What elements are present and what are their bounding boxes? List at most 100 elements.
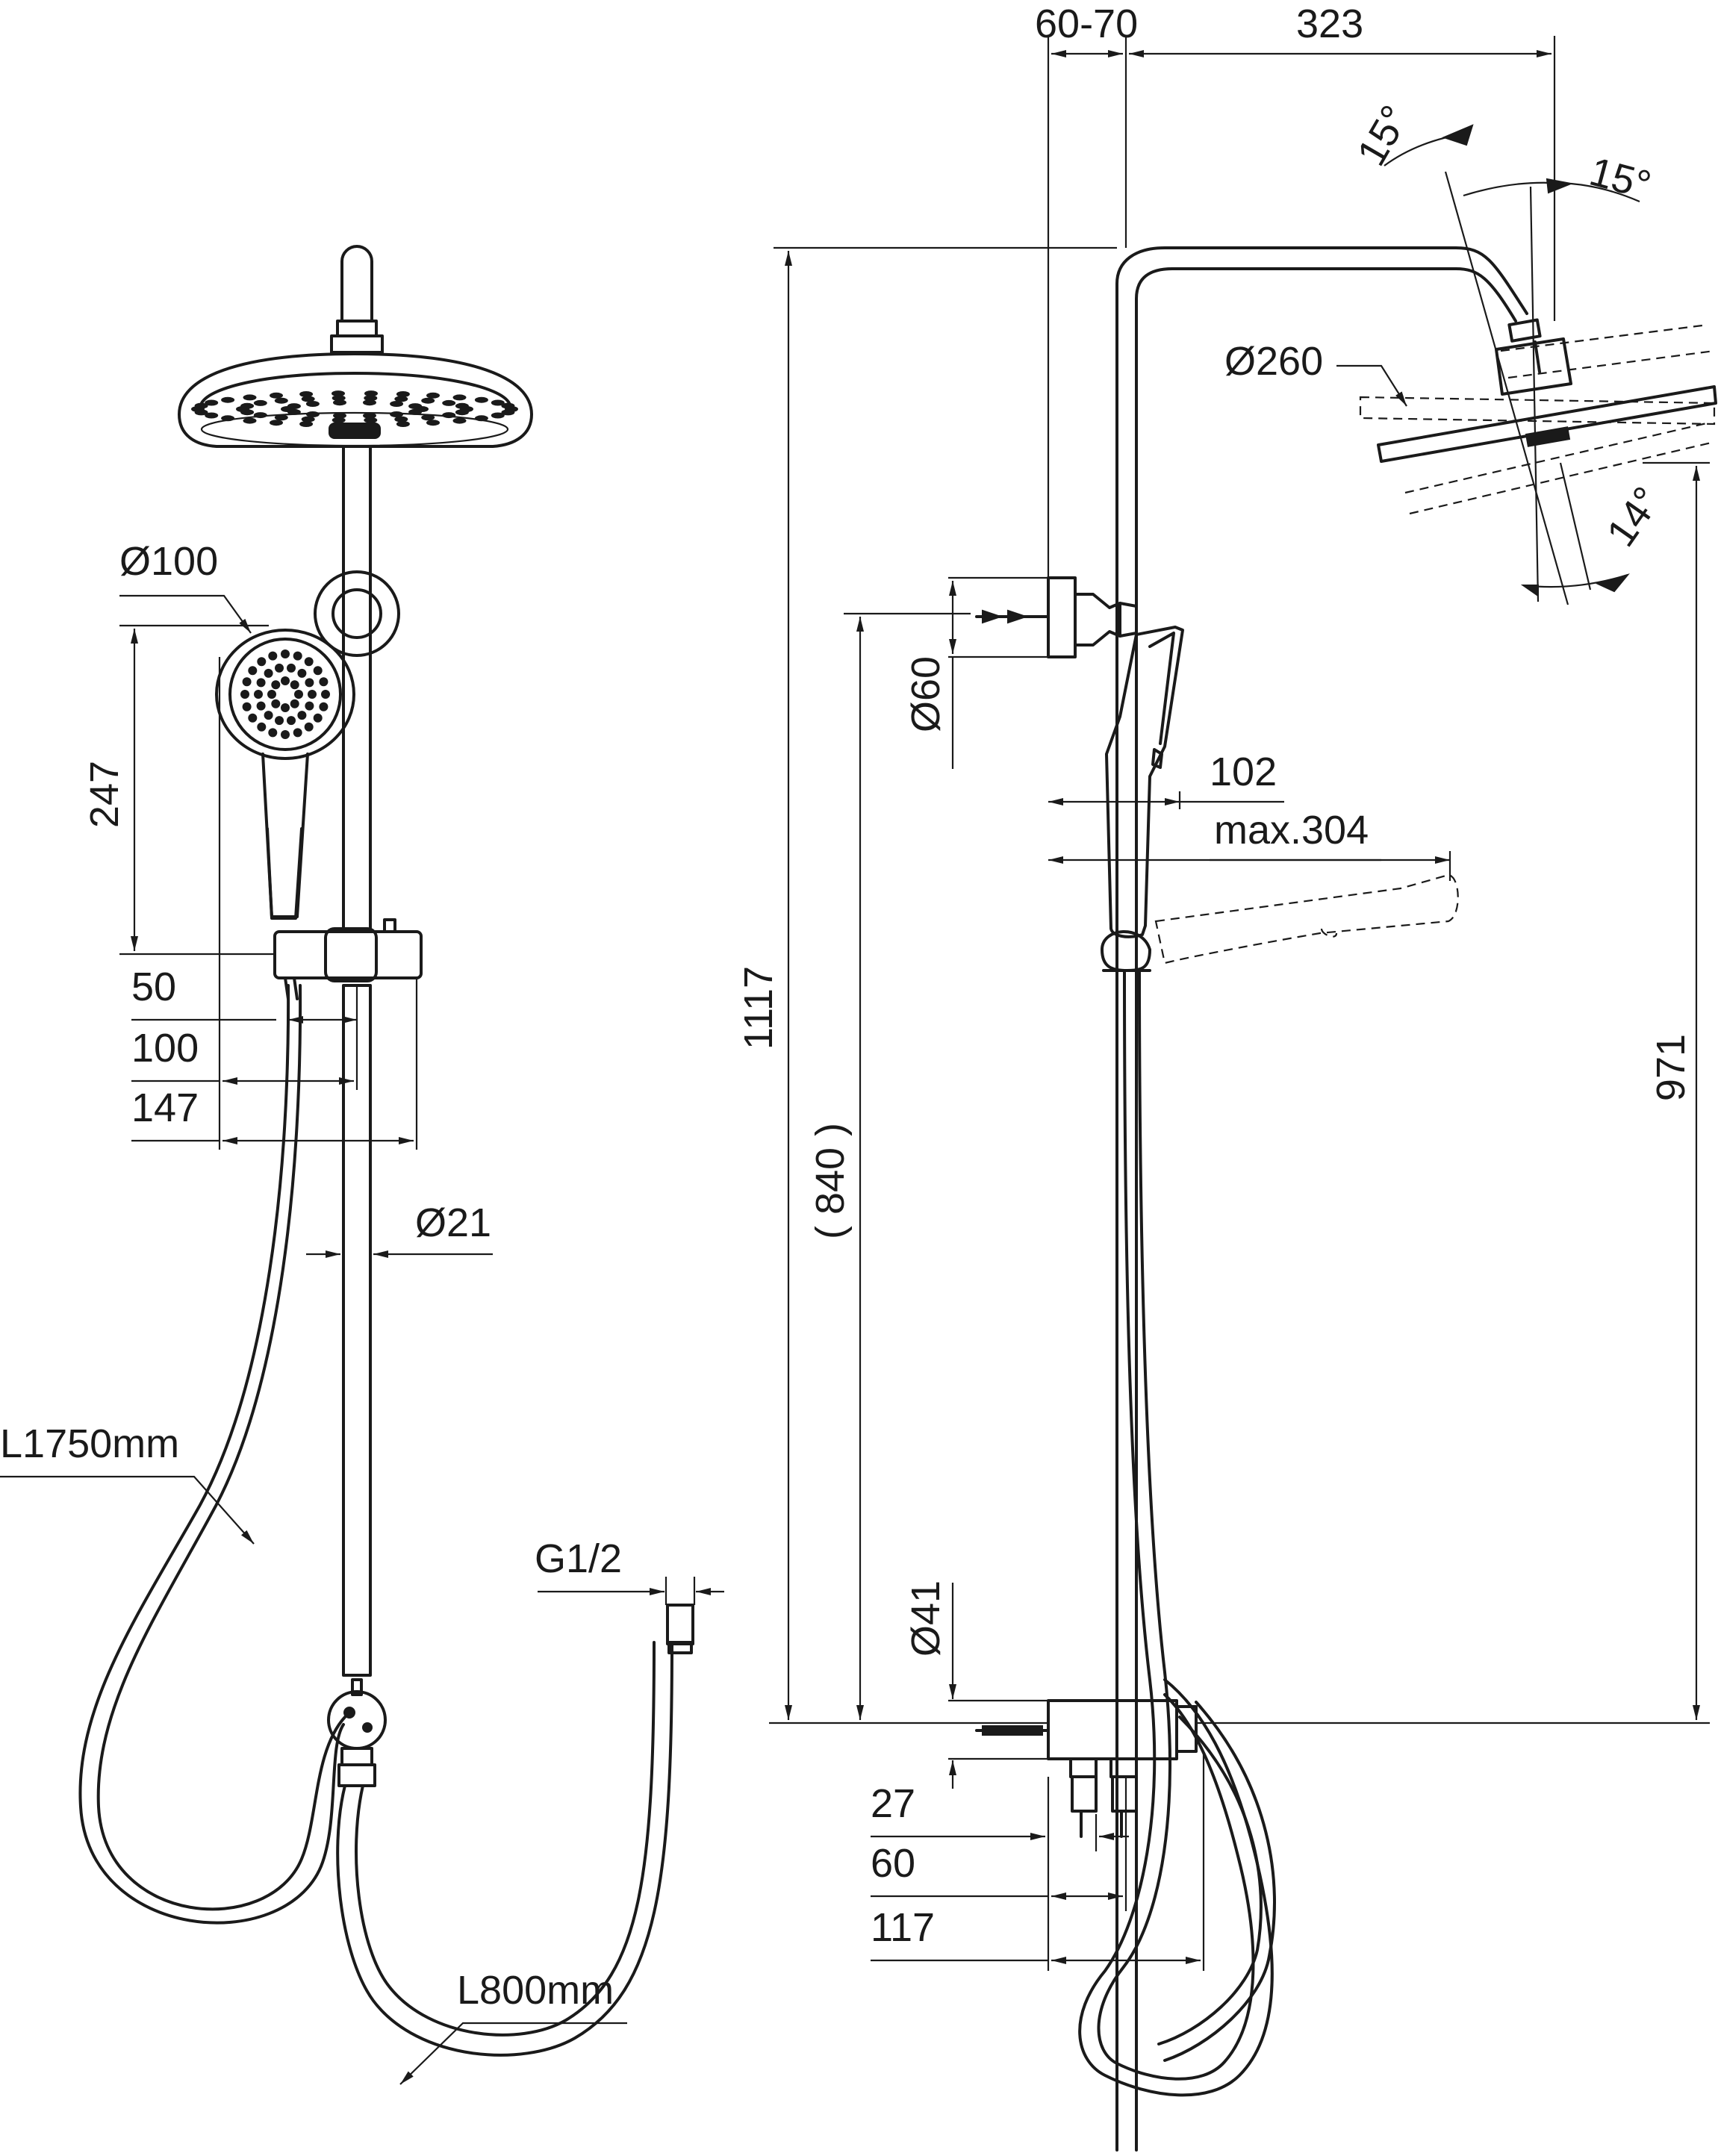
head-position-down-2 — [1409, 440, 1715, 515]
rain-nozzle — [299, 391, 314, 397]
rain-nozzle-pattern — [191, 390, 518, 428]
slider-tab — [383, 918, 396, 933]
hand-nozzle — [264, 711, 273, 720]
rain-nozzle — [363, 399, 376, 406]
rain-nozzle — [253, 399, 267, 406]
side-hose-outer — [1078, 969, 1274, 2097]
slider-bracket — [273, 930, 423, 979]
hand-nozzle — [319, 677, 329, 687]
hand-nozzle — [287, 663, 296, 673]
label-tilt-top-right: 15° — [1585, 149, 1655, 208]
label-handle-offset: 102 — [1210, 750, 1277, 794]
side-rail-inner — [1135, 267, 1517, 2152]
hand-nozzle — [268, 651, 278, 661]
label-wall-distance: 60-70 — [1035, 1, 1138, 46]
hand-nozzle — [256, 678, 266, 688]
dimension-lines — [0, 36, 1710, 2085]
hand-nozzle — [297, 668, 307, 678]
rain-nozzle — [305, 411, 320, 417]
rain-nozzle — [474, 415, 488, 422]
hand-shower-front — [215, 629, 355, 920]
hand-nozzle — [281, 649, 290, 658]
label-rail-diameter: Ø21 — [415, 1200, 491, 1245]
label-max-reach: max.304 — [1214, 808, 1369, 853]
hand-nozzle — [293, 651, 302, 661]
hand-nozzle — [268, 728, 278, 738]
rain-nozzle — [452, 417, 467, 424]
rain-nozzle — [287, 403, 301, 410]
hand-nozzle — [281, 730, 290, 739]
hose-inner — [96, 984, 346, 1911]
rain-nozzle — [394, 416, 408, 423]
rain-nozzle — [205, 399, 219, 406]
dimension-labels: Ø100 247 50 100 147 Ø21 L1750mm G1/2 L80… — [0, 1, 1693, 2013]
rain-nozzle — [455, 409, 469, 416]
hand-nozzle — [275, 716, 284, 726]
label-total-height: 1117 — [736, 966, 781, 1050]
rain-nozzle — [426, 420, 440, 426]
rain-nozzle — [364, 421, 378, 428]
hose-outer — [78, 984, 345, 1925]
hand-nozzle — [305, 678, 314, 688]
rain-nozzle — [205, 412, 219, 419]
label-head-diameter: Ø260 — [1224, 339, 1323, 384]
hand-nozzle — [304, 657, 314, 667]
hand-nozzle — [264, 668, 273, 678]
rain-nozzle — [421, 397, 435, 404]
front-view — [78, 245, 694, 2057]
label-bracket-height: 247 — [82, 761, 127, 828]
label-arm-length: 323 — [1296, 1, 1363, 46]
hand-nozzle — [313, 713, 323, 723]
hand-nozzle — [248, 666, 258, 676]
hand-nozzle — [240, 690, 249, 699]
hand-nozzle — [254, 690, 263, 699]
label-dim-147: 147 — [131, 1085, 199, 1130]
rain-nozzle — [491, 399, 505, 406]
label-lower-hose-length: L800mm — [457, 1968, 614, 2013]
head-position-up — [1359, 396, 1716, 426]
label-rail-length: ( 840 ) — [808, 1123, 853, 1239]
rain-nozzle — [333, 399, 346, 406]
rain-nozzle — [299, 421, 314, 427]
rain-nozzle — [274, 414, 288, 421]
hand-nozzle — [305, 701, 314, 711]
upper-bracket-arm — [1074, 593, 1121, 647]
rain-nozzle — [396, 421, 410, 427]
hand-nozzle — [257, 722, 267, 732]
rain-nozzle — [301, 396, 315, 402]
rail-upper — [342, 445, 372, 933]
upper-wall-flange — [1047, 576, 1077, 658]
rain-nozzle — [364, 390, 378, 397]
riser-nut — [336, 320, 378, 337]
label-dim-27: 27 — [871, 1781, 915, 1826]
rain-nozzle — [394, 396, 408, 402]
rain-shower-head-front — [178, 352, 533, 448]
hand-nozzle — [267, 690, 276, 699]
riser-nut-lower — [330, 334, 384, 354]
label-outlet-height: 971 — [1649, 1034, 1693, 1101]
hand-nozzle — [248, 713, 258, 723]
rain-nozzle — [442, 399, 456, 406]
hand-nozzle — [308, 690, 317, 699]
rain-nozzle — [363, 412, 376, 419]
rain-nozzle — [390, 401, 404, 407]
valve-body — [1047, 1699, 1178, 1760]
hand-shower-side — [1105, 626, 1184, 938]
diverter-nut — [340, 1747, 373, 1766]
rain-nozzle — [305, 401, 320, 407]
hand-nozzle — [321, 690, 330, 699]
rain-nozzle — [274, 397, 288, 404]
hand-nozzle — [297, 711, 307, 720]
rain-nozzle — [253, 412, 267, 419]
label-dim-117: 117 — [871, 1905, 935, 1950]
rain-nozzle — [332, 421, 345, 428]
hose-fitting-top — [666, 1604, 694, 1645]
label-dim-100: 100 — [131, 1026, 199, 1071]
wall-bracket-inner — [332, 588, 382, 639]
hand-nozzle — [304, 722, 314, 732]
rain-nozzle — [270, 392, 283, 399]
rain-nozzle — [364, 395, 378, 402]
rain-nozzle — [243, 394, 257, 401]
rain-nozzle — [333, 412, 346, 419]
